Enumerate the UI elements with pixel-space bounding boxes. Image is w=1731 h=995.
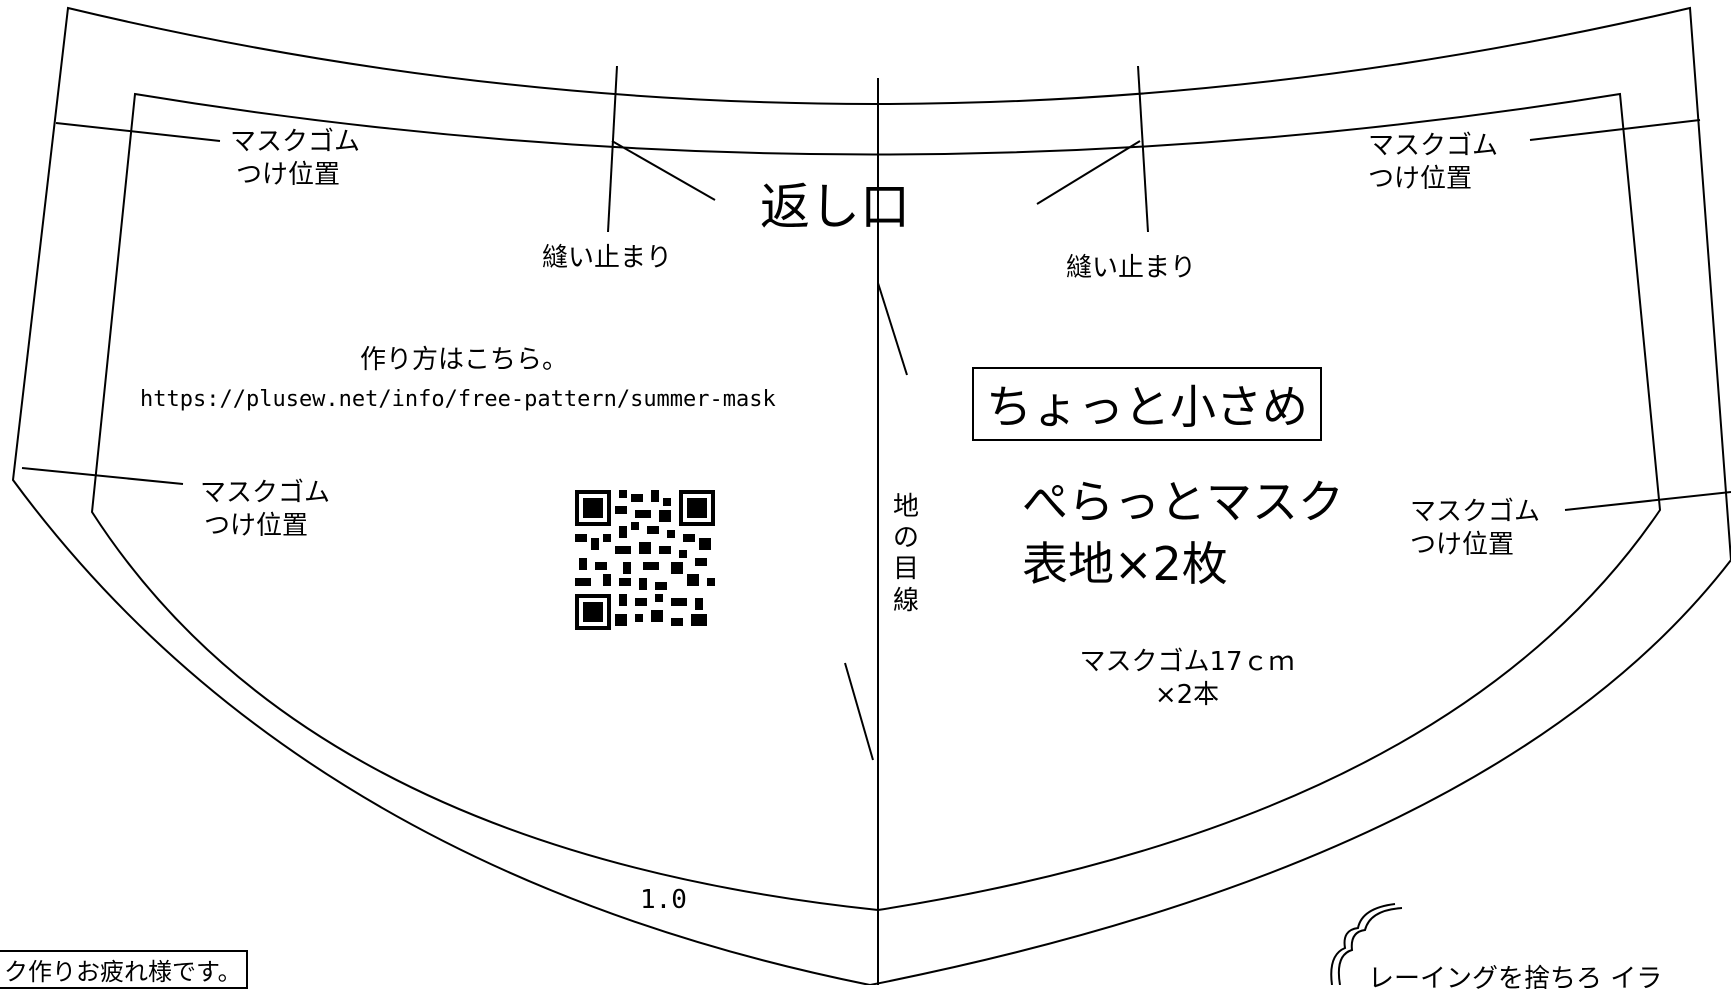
size-badge: ちょっと小さめ xyxy=(972,367,1322,441)
stitch-stop-label-left: 縫い止まり xyxy=(542,243,673,273)
elastic-line-top-right xyxy=(1529,119,1701,141)
howto-title: 作り方はこちら。 xyxy=(360,345,569,375)
elastic-marker-line1: マスクゴム xyxy=(200,478,331,508)
grain-char: 地 xyxy=(892,492,919,522)
elastic-marker-line2: つけ位置 xyxy=(1410,529,1515,560)
elastic-marker-top-right: マスクゴム つけ位置 xyxy=(1368,130,1498,195)
inner-seam-line xyxy=(90,92,1662,912)
grain-pointer-top xyxy=(877,282,908,376)
bottom-right-fragment: レーイングを捨ちろ イラ xyxy=(1368,964,1663,994)
stitch-stop-line-right xyxy=(1137,65,1149,233)
return-pointer-left xyxy=(611,140,716,201)
elastic-marker-line1: マスクゴム xyxy=(1410,497,1541,527)
elastic-marker-line2: つけ位置 xyxy=(204,510,309,541)
elastic-line-mid-left xyxy=(21,467,184,485)
product-name: ぺらっとマスク xyxy=(1022,475,1344,529)
elastic-length-line2: ×2本 xyxy=(1154,679,1220,710)
fabric-count: 表地×2枚 xyxy=(1022,537,1228,591)
elastic-line-mid-right xyxy=(1564,491,1731,511)
elastic-length: マスクゴム17ｃｍ ×2本 xyxy=(1056,646,1318,711)
stitch-stop-label-right: 縫い止まり xyxy=(1066,253,1197,283)
elastic-marker-line2: つけ位置 xyxy=(236,159,341,190)
grain-pointer-bottom xyxy=(844,662,874,761)
elastic-marker-line2: つけ位置 xyxy=(1368,163,1473,194)
elastic-marker-mid-left: マスクゴム つけ位置 xyxy=(200,477,330,542)
qr-code-icon xyxy=(575,490,715,630)
grain-char: の xyxy=(892,523,919,554)
return-opening-label: 返し口 xyxy=(760,178,910,236)
elastic-marker-top-left: マスクゴム つけ位置 xyxy=(230,126,360,191)
return-pointer-right xyxy=(1036,140,1141,205)
elastic-marker-line1: マスクゴム xyxy=(1368,131,1499,161)
scale-label: 1.0 xyxy=(640,885,687,915)
elastic-marker-line1: マスクゴム xyxy=(230,127,361,157)
elastic-marker-mid-right: マスクゴム つけ位置 xyxy=(1410,496,1540,561)
outer-cut-line xyxy=(11,6,1731,985)
grain-char: 線 xyxy=(892,585,919,616)
bottom-note: ク作りお疲れ様です。 xyxy=(0,950,248,989)
hand-drawn-curl-decoration xyxy=(1330,903,1403,985)
elastic-length-line1: マスクゴム17ｃｍ xyxy=(1079,647,1295,677)
stitch-stop-line-left xyxy=(607,65,618,233)
grain-char: 目 xyxy=(892,554,919,585)
howto-url[interactable]: https://plusew.net/info/free-pattern/sum… xyxy=(140,387,776,412)
grain-line-label: 地 の 目 線 xyxy=(891,492,921,617)
elastic-line-top-left xyxy=(55,122,221,142)
